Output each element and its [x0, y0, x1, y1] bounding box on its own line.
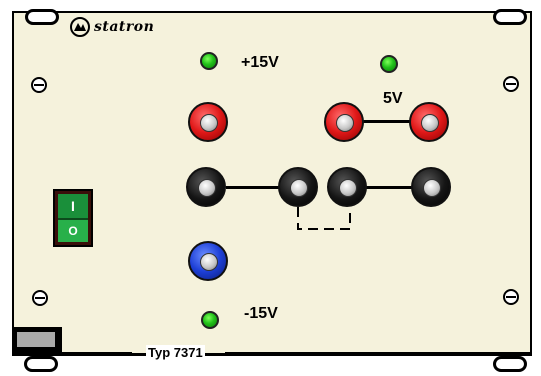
- led-plus-15v: [200, 52, 218, 70]
- label-5v: 5V: [383, 90, 403, 107]
- nameplate-insert: [17, 332, 55, 347]
- screw-top-left: [31, 77, 47, 93]
- power-switch-off: O: [58, 220, 88, 242]
- power-switch-on: I: [58, 194, 88, 220]
- led-5v: [380, 55, 398, 73]
- jack-black-3[interactable]: [327, 167, 367, 207]
- jack-red-5v-right[interactable]: [409, 102, 449, 142]
- power-switch[interactable]: I O: [53, 189, 93, 247]
- switch-on-glyph: I: [71, 198, 75, 214]
- brand-name: statron: [94, 19, 155, 35]
- top-rail: [12, 11, 532, 13]
- wire-5v-bridge: [362, 120, 412, 123]
- label-plus-15v: +15V: [241, 54, 279, 71]
- mount-slot-top-left: [25, 9, 59, 25]
- screw-top-right: [503, 76, 519, 92]
- jack-black-4[interactable]: [411, 167, 451, 207]
- mount-slot-top-right: [493, 9, 527, 25]
- dashed-ground-link: [297, 207, 351, 230]
- nameplate-block: [12, 327, 62, 355]
- screw-bottom-left: [32, 290, 48, 306]
- footer-line-right: [225, 352, 531, 354]
- label-minus-15v: -15V: [244, 305, 278, 322]
- led-minus-15v: [201, 311, 219, 329]
- jack-black-2[interactable]: [278, 167, 318, 207]
- switch-off-glyph: O: [68, 224, 78, 238]
- bottom-rail: [12, 353, 532, 356]
- wire-black-left: [226, 186, 282, 189]
- screw-bottom-right: [503, 289, 519, 305]
- brand-logo-icon: [70, 17, 90, 37]
- mount-slot-bottom-right: [493, 356, 527, 372]
- jack-black-1[interactable]: [186, 167, 226, 207]
- mount-slot-bottom-left: [24, 356, 58, 372]
- jack-red-5v-left[interactable]: [324, 102, 364, 142]
- wire-black-right: [364, 186, 416, 189]
- jack-blue-minus-15v[interactable]: [188, 241, 228, 281]
- type-label: Typ 7371: [146, 345, 205, 360]
- brand-logo: statron: [66, 14, 159, 40]
- footer-line-left: [62, 352, 132, 354]
- jack-red-plus-15v[interactable]: [188, 102, 228, 142]
